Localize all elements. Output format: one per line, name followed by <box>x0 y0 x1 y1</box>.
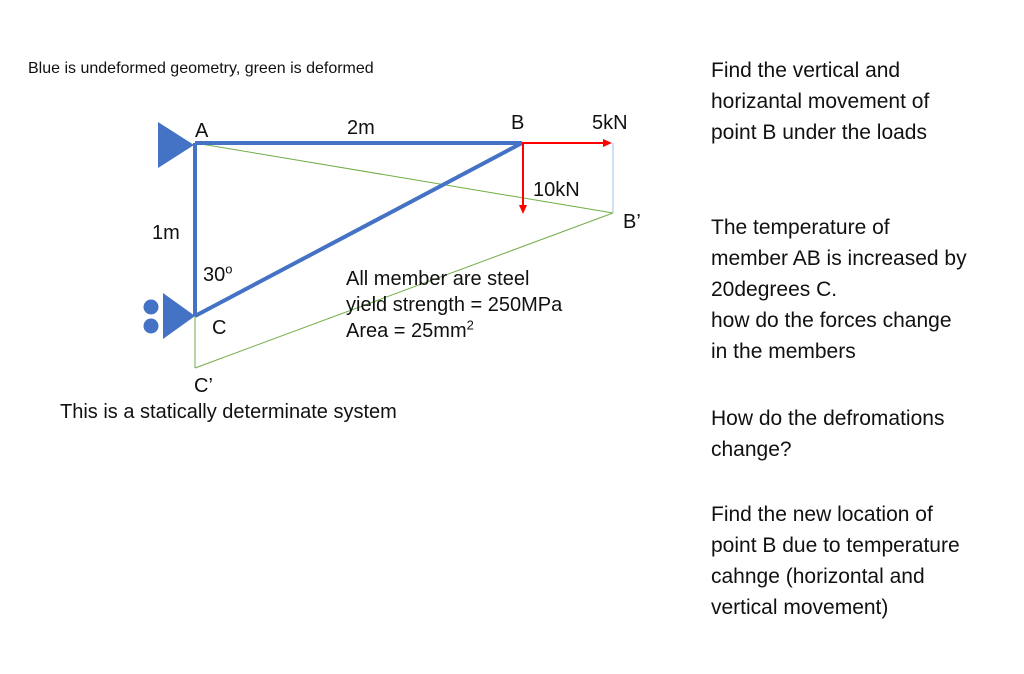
label-load-vertical: 10kN <box>533 179 580 201</box>
diagram-caption: Blue is undeformed geometry, green is de… <box>28 60 374 77</box>
question-1-line: Find the vertical and <box>711 59 901 82</box>
question-3-line: How do the defromations <box>711 407 945 430</box>
question-2: The temperature of member AB is increase… <box>711 212 967 367</box>
pin-support-A <box>158 122 194 168</box>
question-2-line: member AB is increased by <box>711 247 967 270</box>
material-note-line1: All member are steel <box>346 268 530 290</box>
load-arrowhead-horizontal <box>603 139 612 147</box>
material-note-line2: yield strength = 250MPa <box>346 294 563 316</box>
label-height-AC: 1m <box>152 222 180 244</box>
question-4-line: vertical movement) <box>711 596 889 619</box>
question-4-line: point B due to temperature <box>711 534 960 557</box>
label-C: C <box>212 317 227 339</box>
question-2-line: The temperature of <box>711 216 890 239</box>
deformed-member-AB <box>194 142 614 214</box>
deformed-member-CB <box>194 212 614 369</box>
question-3: How do the defromations change? <box>711 403 944 465</box>
label-A: A <box>195 120 209 142</box>
load-arrowhead-vertical <box>519 205 527 214</box>
question-4-line: Find the new location of <box>711 503 933 526</box>
question-1: Find the vertical and horizantal movemen… <box>711 55 929 148</box>
question-2-line: in the members <box>711 340 856 363</box>
question-3-line: change? <box>711 438 792 461</box>
question-2-line: 20degrees C. <box>711 278 838 301</box>
question-2-line: how do the forces change <box>711 309 952 332</box>
material-note-line3: Area = 25mm2 <box>346 317 474 342</box>
roller-wheel-top <box>143 299 159 315</box>
member-CB <box>194 141 523 318</box>
question-1-line: point B under the loads <box>711 121 927 144</box>
label-C-prime: C’ <box>194 375 213 397</box>
question-4-line: cahnge (horizontal and <box>711 565 925 588</box>
label-span-AB: 2m <box>347 117 375 139</box>
question-4: Find the new location of point B due to … <box>711 499 960 623</box>
question-1-line: horizantal movement of <box>711 90 930 113</box>
label-B-prime: B’ <box>623 211 641 233</box>
label-angle: 30o <box>203 261 233 286</box>
roller-support-C <box>163 293 195 339</box>
roller-wheel-bottom <box>143 318 159 334</box>
label-load-horizontal: 5kN <box>592 112 628 134</box>
label-B: B <box>511 112 525 134</box>
statically-determinate-note: This is a statically determinate system <box>60 401 397 423</box>
material-note: All member are steel yield strength = 25… <box>346 266 562 344</box>
